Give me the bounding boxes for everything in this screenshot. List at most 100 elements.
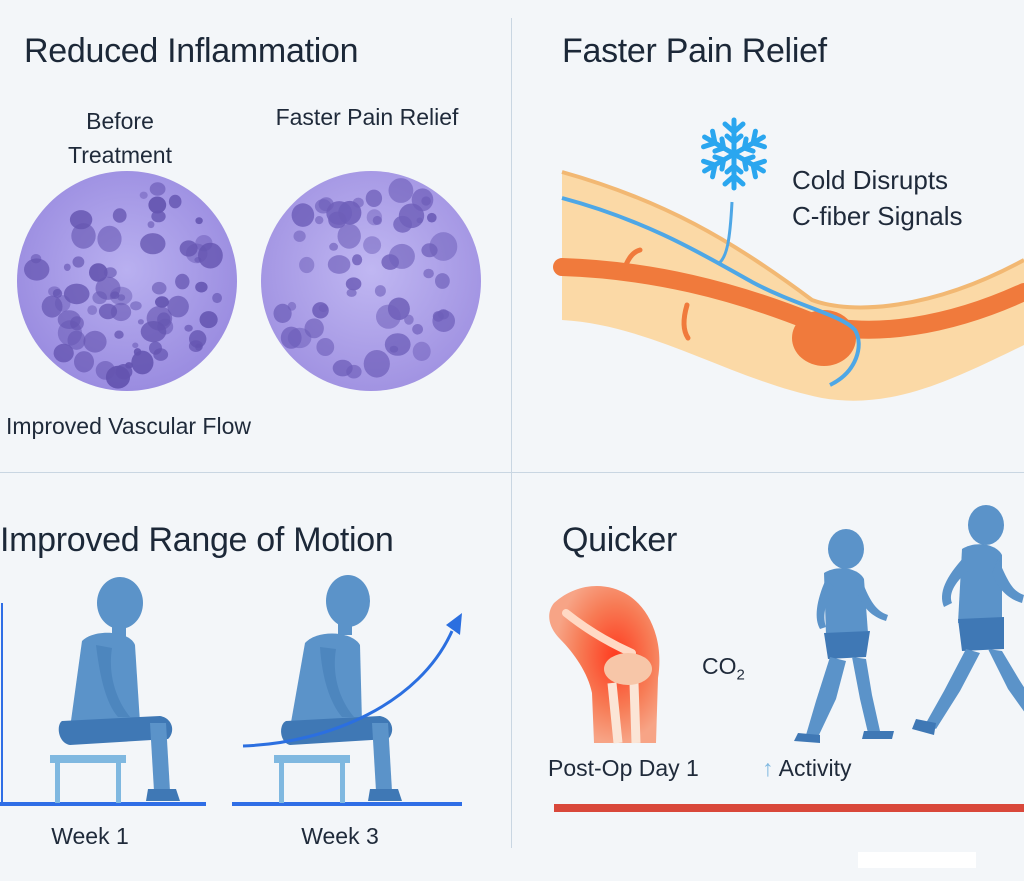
cell-nucleus xyxy=(212,292,223,304)
cell-nucleus xyxy=(139,191,148,199)
cell-nucleus xyxy=(148,196,167,214)
cell-nucleus xyxy=(147,221,155,229)
cell-nucleus xyxy=(112,208,127,223)
cell-nucleus xyxy=(110,302,132,322)
co2-label: CO2 xyxy=(702,653,745,684)
pain-relief-panel: Faster Pain Relief Cold xyxy=(512,0,1024,472)
cell-nucleus xyxy=(352,254,363,266)
cell-nucleus xyxy=(115,364,133,380)
cell-nucleus xyxy=(153,348,169,361)
activity-indicator: ↑ Activity xyxy=(762,755,851,782)
arm-nerve-illustration xyxy=(553,170,1024,401)
cell-nucleus xyxy=(293,230,306,242)
cell-nucleus xyxy=(195,217,203,225)
cell-nucleus xyxy=(198,242,223,269)
activity-bar xyxy=(554,804,1024,812)
cell-nucleus xyxy=(374,285,386,297)
cell-nucleus xyxy=(95,276,121,300)
cell-nucleus xyxy=(24,258,50,281)
cell-nucleus xyxy=(179,240,198,257)
cell-nucleus xyxy=(372,215,382,225)
cell-nucleus xyxy=(437,309,449,320)
vertical-divider xyxy=(511,18,512,848)
cell-nucleus xyxy=(41,295,63,318)
bottom-white-block xyxy=(858,852,976,868)
before-cell-image xyxy=(17,171,237,391)
cell-nucleus xyxy=(412,341,431,361)
cell-nucleus xyxy=(273,303,292,323)
cell-nucleus xyxy=(346,288,357,297)
pain-relief-title: Faster Pain Relief xyxy=(562,32,827,70)
cell-nucleus xyxy=(151,281,167,295)
cell-nucleus xyxy=(114,330,124,339)
cell-nucleus xyxy=(429,232,458,261)
cell-nucleus xyxy=(423,268,434,279)
cell-nucleus xyxy=(299,256,315,274)
week3-figure xyxy=(274,575,402,803)
cell-nucleus xyxy=(63,263,71,271)
walking-figures xyxy=(794,505,1024,743)
cell-nucleus xyxy=(388,243,415,269)
cell-nucleus xyxy=(388,178,414,203)
cell-nucleus xyxy=(140,233,166,255)
up-arrow-icon: ↑ xyxy=(762,755,774,781)
week1-figure xyxy=(50,577,180,803)
cell-nucleus xyxy=(195,281,208,293)
runner-figure xyxy=(912,505,1024,735)
cell-nucleus xyxy=(97,225,122,252)
cell-nucleus xyxy=(337,223,361,249)
co2-text: CO xyxy=(702,653,737,679)
cell-nucleus xyxy=(52,288,63,298)
cell-nucleus xyxy=(98,303,118,320)
recovery-title: Quicker xyxy=(562,521,678,559)
cell-nucleus xyxy=(280,326,302,349)
cell-nucleus xyxy=(365,189,383,207)
cell-nucleus xyxy=(132,342,139,349)
cell-nucleus xyxy=(363,236,382,254)
cell-nucleus xyxy=(416,217,423,224)
range-of-motion-panel: Improved Range of Motion xyxy=(0,473,511,881)
before-treatment-label: Before Treatment xyxy=(68,108,172,168)
postop-day-label: Post-Op Day 1 xyxy=(548,755,699,781)
cell-nucleus xyxy=(421,243,438,258)
range-of-motion-title: Improved Range of Motion xyxy=(0,521,394,559)
cell-nucleus xyxy=(72,256,85,268)
cell-nucleus xyxy=(184,324,193,332)
cold-callout: Cold Disrupts C-fiber Signals xyxy=(792,165,963,231)
cell-nucleus xyxy=(63,283,90,305)
cell-nucleus xyxy=(83,330,107,353)
cell-nucleus xyxy=(304,318,324,339)
cell-nucleus xyxy=(393,215,412,233)
cell-nucleus xyxy=(327,255,351,274)
inflammation-panel: Reduced Inflammation Before Treatment Fa… xyxy=(0,0,511,472)
seated-figures-illustration xyxy=(0,575,462,806)
after-treatment-label: Faster Pain Relief xyxy=(275,104,459,130)
cell-nucleus xyxy=(314,199,332,214)
walker-figure xyxy=(794,529,894,743)
progress-arrow xyxy=(242,630,454,748)
cell-nucleus xyxy=(189,330,207,348)
cell-nucleus xyxy=(87,305,98,315)
cell-nucleus xyxy=(54,295,71,312)
cell-nucleus xyxy=(133,348,142,356)
cell-nucleus xyxy=(175,273,190,290)
cell-nucleus xyxy=(57,320,82,346)
cell-nucleus xyxy=(315,216,324,225)
cell-nucleus xyxy=(332,359,353,377)
horizontal-divider xyxy=(0,472,1024,473)
cell-nucleus xyxy=(131,350,154,375)
cell-nucleus xyxy=(199,311,218,329)
cell-nucleus xyxy=(53,343,74,363)
cell-nucleus xyxy=(57,310,81,329)
cell-nucleus xyxy=(287,327,312,349)
cell-nucleus xyxy=(412,324,423,335)
cell-nucleus xyxy=(363,350,390,378)
cell-nucleus xyxy=(389,345,399,353)
cell-nucleus xyxy=(384,333,411,356)
cell-nucleus xyxy=(338,200,362,225)
cell-nucleus xyxy=(137,319,144,325)
cell-nucleus xyxy=(427,212,437,223)
cell-nucleus xyxy=(149,182,166,196)
cell-nucleus xyxy=(130,301,142,311)
cell-nucleus xyxy=(318,304,328,312)
